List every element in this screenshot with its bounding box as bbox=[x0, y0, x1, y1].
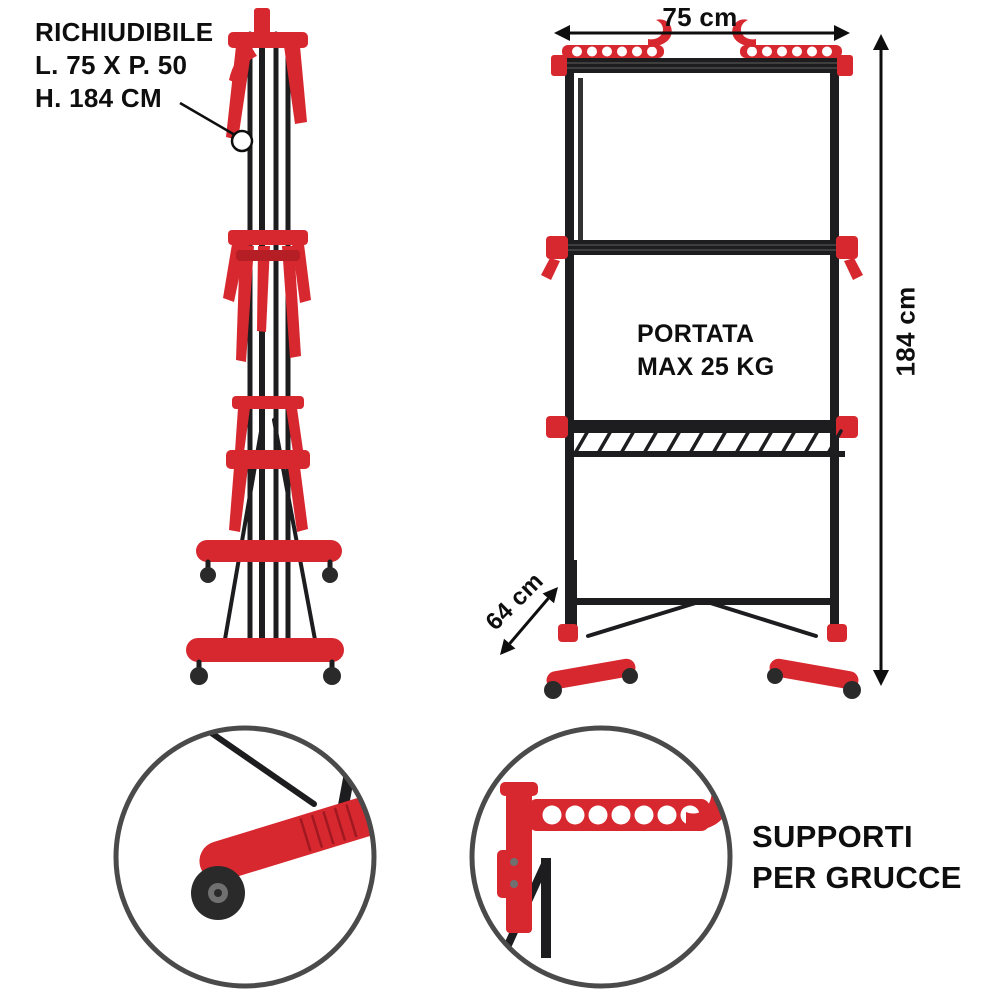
wheel-detail-illustration bbox=[165, 728, 374, 920]
hanger-support-label: SUPPORTI PER GRUCCE bbox=[752, 816, 962, 898]
leader-marker-circle bbox=[230, 129, 254, 153]
leader-line bbox=[179, 101, 236, 137]
hanger-comb-right bbox=[732, 19, 842, 58]
folded-rack-illustration bbox=[186, 8, 344, 685]
width-dimension-label: 75 cm bbox=[662, 2, 738, 32]
height-dimension-label: 184 cm bbox=[890, 286, 921, 377]
foldable-line-2: L. 75 X P. 50 bbox=[35, 50, 188, 80]
depth-dimension-arrow bbox=[500, 587, 558, 655]
hanger-detail-illustration bbox=[497, 773, 730, 962]
capacity-label: PORTATA MAX 25 KG bbox=[637, 318, 774, 384]
capacity-line-1: PORTATA bbox=[637, 320, 755, 348]
open-rack-illustration bbox=[541, 19, 863, 699]
wheel-callout-circle bbox=[113, 725, 377, 989]
height-dimension-arrow bbox=[873, 34, 889, 686]
hanger-support-line-2: PER GRUCCE bbox=[752, 860, 962, 895]
hanger-comb-left bbox=[562, 19, 672, 58]
hanger-callout-circle bbox=[469, 725, 733, 989]
foldable-annotation: RICHIUDIBILE L. 75 X P. 50 H. 184 CM bbox=[35, 16, 213, 115]
foldable-line-3: H. 184 CM bbox=[35, 83, 162, 113]
foldable-line-1: RICHIUDIBILE bbox=[35, 17, 214, 47]
hanger-support-line-1: SUPPORTI bbox=[752, 819, 913, 854]
width-dimension-arrow bbox=[554, 25, 850, 41]
capacity-line-2: MAX 25 KG bbox=[637, 353, 775, 381]
